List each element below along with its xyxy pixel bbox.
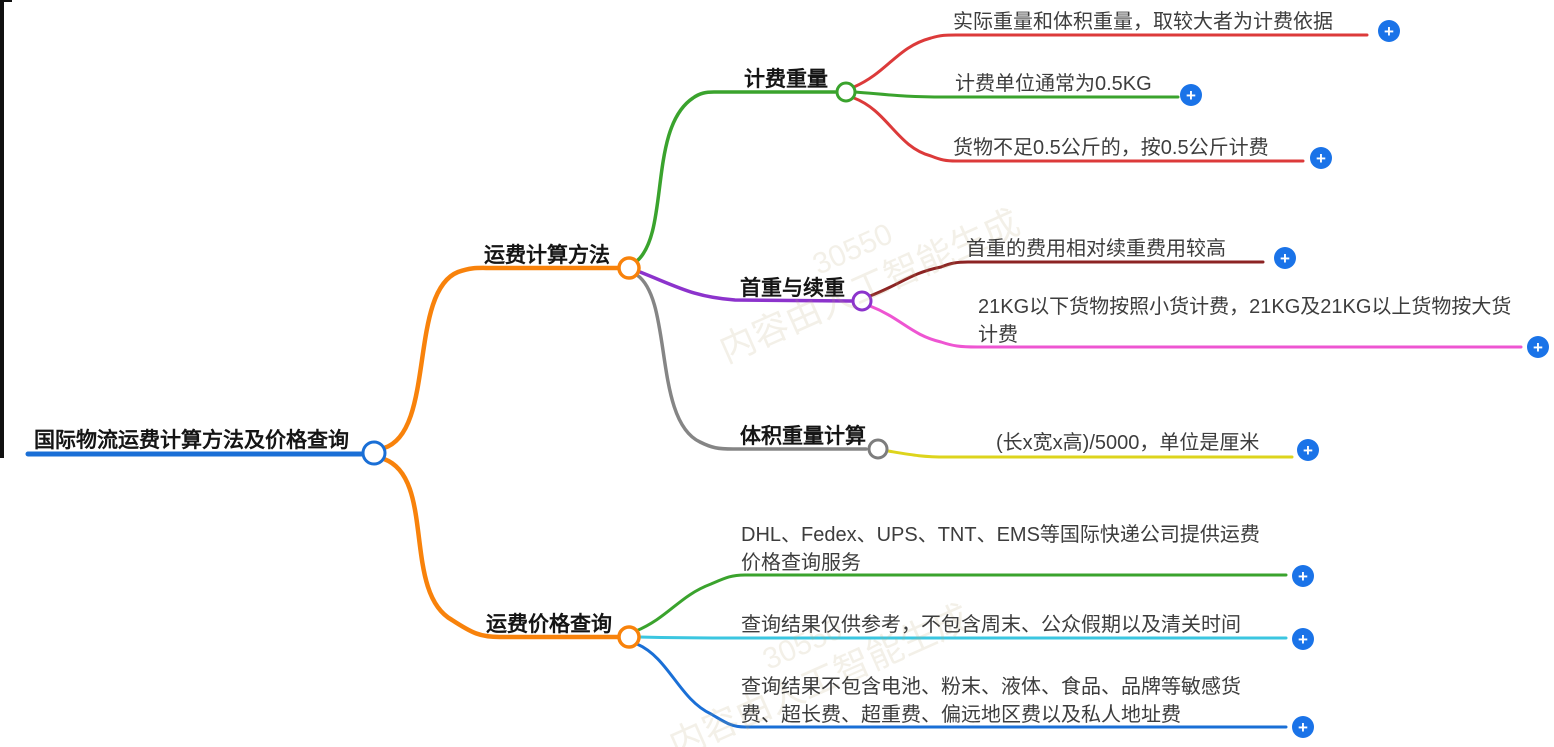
node-label-billing-weight[interactable]: 计费重量	[744, 68, 828, 91]
add-node-button-reference-only[interactable]: +	[1292, 628, 1314, 650]
add-node-button-small-vs-large[interactable]: +	[1527, 336, 1549, 358]
leaf-billing-unit[interactable]: 计费单位通常为0.5KG	[955, 73, 1152, 95]
root-node-label[interactable]: 国际物流运费计算方法及价格查询	[34, 429, 349, 452]
leaf-actual-vs-volume[interactable]: 实际重量和体积重量，取较大者为计费依据	[953, 11, 1333, 33]
node-circle-price-query[interactable]	[617, 625, 641, 649]
branch-line-freight-calculation	[381, 265, 620, 451]
node-circle-root[interactable]	[361, 440, 387, 466]
node-label-first-additional-weight[interactable]: 首重与续重	[740, 277, 845, 300]
add-node-button-first-weight-cost[interactable]: +	[1274, 247, 1296, 269]
leaf-line-first-weight-cost	[868, 260, 1265, 298]
node-circle-billing-weight[interactable]	[835, 81, 857, 103]
node-circle-freight-calculation[interactable]	[617, 256, 641, 280]
leaf-small-vs-large-cargo[interactable]: 21KG以下货物按照小货计费，21KG及21KG以上货物按大货计费	[978, 296, 1512, 346]
node-label-volume-weight[interactable]: 体积重量计算	[740, 425, 866, 448]
node-circle-volume-weight[interactable]	[867, 438, 889, 460]
node-label-freight-calculation[interactable]: 运费计算方法	[484, 244, 610, 267]
branch-line-billing-weight	[635, 90, 837, 263]
add-node-button-under-half-kg[interactable]: +	[1310, 147, 1332, 169]
leaf-reference-only[interactable]: 查询结果仅供参考，不包含周末、公众假期以及清关时间	[741, 614, 1241, 636]
branch-line-first-additional-weight	[638, 270, 853, 303]
leaf-line-reference-only	[637, 635, 1288, 640]
leaf-line-carriers	[634, 573, 1288, 633]
node-circle-first-additional-weight[interactable]	[851, 290, 873, 312]
leaf-volume-formula[interactable]: (长x宽x高)/5000，单位是厘米	[996, 432, 1260, 454]
leaf-exclusions[interactable]: 查询结果不包含电池、粉末、液体、食品、品牌等敏感货费、超长费、超重费、偏远地区费…	[741, 676, 1241, 726]
add-node-button-exclusions[interactable]: +	[1292, 716, 1314, 738]
add-node-button-volume-formula[interactable]: +	[1297, 439, 1319, 461]
add-node-button-billing-unit[interactable]: +	[1180, 84, 1202, 106]
leaf-line-under-half-kg	[852, 96, 1305, 163]
leaf-under-half-kg[interactable]: 货物不足0.5公斤的，按0.5公斤计费	[953, 137, 1269, 159]
add-node-button-carriers[interactable]: +	[1292, 565, 1314, 587]
leaf-line-actual-vs-volume	[852, 33, 1369, 89]
branch-line-volume-weight	[635, 273, 868, 451]
node-label-price-query[interactable]: 运费价格查询	[486, 613, 612, 636]
leaf-line-exclusions	[635, 642, 1288, 729]
leaf-first-weight-cost[interactable]: 首重的费用相对续重费用较高	[966, 238, 1226, 260]
leaf-line-billing-unit	[853, 90, 1180, 99]
leaf-line-volume-formula	[886, 449, 1294, 459]
leaf-line-small-vs-large-cargo	[868, 304, 1523, 349]
add-node-button-actual-vs-volume[interactable]: +	[1378, 20, 1400, 42]
leaf-carriers[interactable]: DHL、Fedex、UPS、TNT、EMS等国际快递公司提供运费价格查询服务	[741, 524, 1260, 574]
branch-line-price-query	[381, 456, 620, 640]
